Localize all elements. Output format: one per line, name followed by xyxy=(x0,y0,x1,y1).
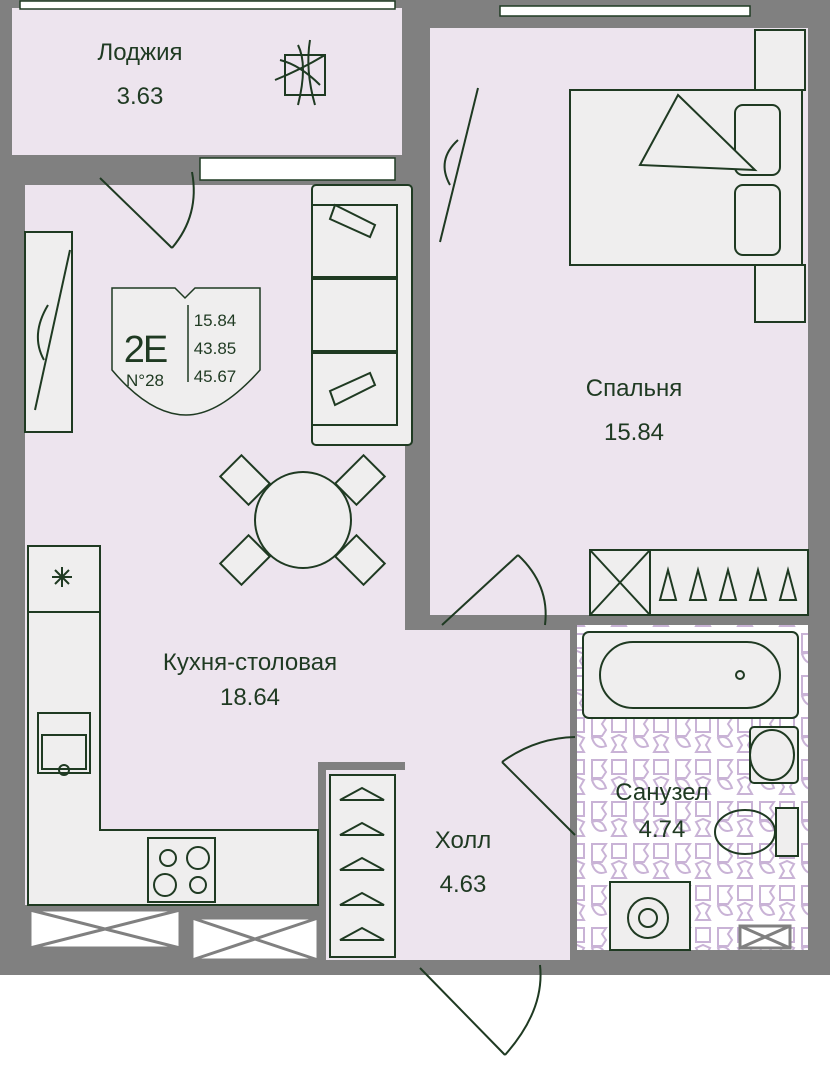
dining-table xyxy=(218,453,387,587)
toilet xyxy=(714,807,799,857)
bathtub xyxy=(582,631,799,719)
entrance-door[interactable] xyxy=(419,964,542,1056)
room-name-hall: Холл xyxy=(435,827,492,854)
area-with-loggia: 45.67 xyxy=(194,367,237,386)
tv-unit xyxy=(24,231,73,433)
room-name-kitchen: Кухня-столовая xyxy=(163,649,337,676)
hall-floor xyxy=(405,630,570,960)
living-area: 15.84 xyxy=(194,311,237,330)
washbasin xyxy=(749,726,799,784)
sofa xyxy=(311,184,413,446)
room-name-bathroom: Санузел xyxy=(615,779,709,806)
room-area-bathroom: 4.74 xyxy=(639,816,686,843)
bed xyxy=(569,29,806,323)
room-name-loggia: Лоджия xyxy=(97,39,182,66)
room-area-kitchen: 18.64 xyxy=(220,684,280,711)
room-area-loggia: 3.63 xyxy=(117,83,164,110)
bedroom-wardrobe xyxy=(589,549,809,616)
window-vent xyxy=(28,908,792,962)
room-name-bedroom: Спальня xyxy=(586,375,682,402)
door-loggia[interactable] xyxy=(99,171,195,249)
bedroom-tv xyxy=(439,87,479,243)
room-area-hall: 4.63 xyxy=(440,871,487,898)
window xyxy=(199,157,396,181)
plant-icon xyxy=(274,39,326,106)
door-bedroom[interactable] xyxy=(441,554,547,626)
window xyxy=(19,0,396,10)
apartment-number: N°28 xyxy=(126,371,164,390)
room-area-bedroom: 15.84 xyxy=(604,419,664,446)
sink xyxy=(37,712,91,776)
stove xyxy=(147,837,216,903)
washing-machine xyxy=(609,881,691,951)
apartment-badge: 2E N°28 15.84 43.85 45.67 xyxy=(111,287,261,416)
window xyxy=(499,5,751,17)
total-area: 43.85 xyxy=(194,339,237,358)
loggia-floor xyxy=(12,8,402,155)
apartment-type: 2E xyxy=(124,329,167,371)
door-bathroom[interactable] xyxy=(501,736,576,836)
hall-wardrobe xyxy=(329,774,396,958)
kitchen-counter xyxy=(27,545,319,906)
